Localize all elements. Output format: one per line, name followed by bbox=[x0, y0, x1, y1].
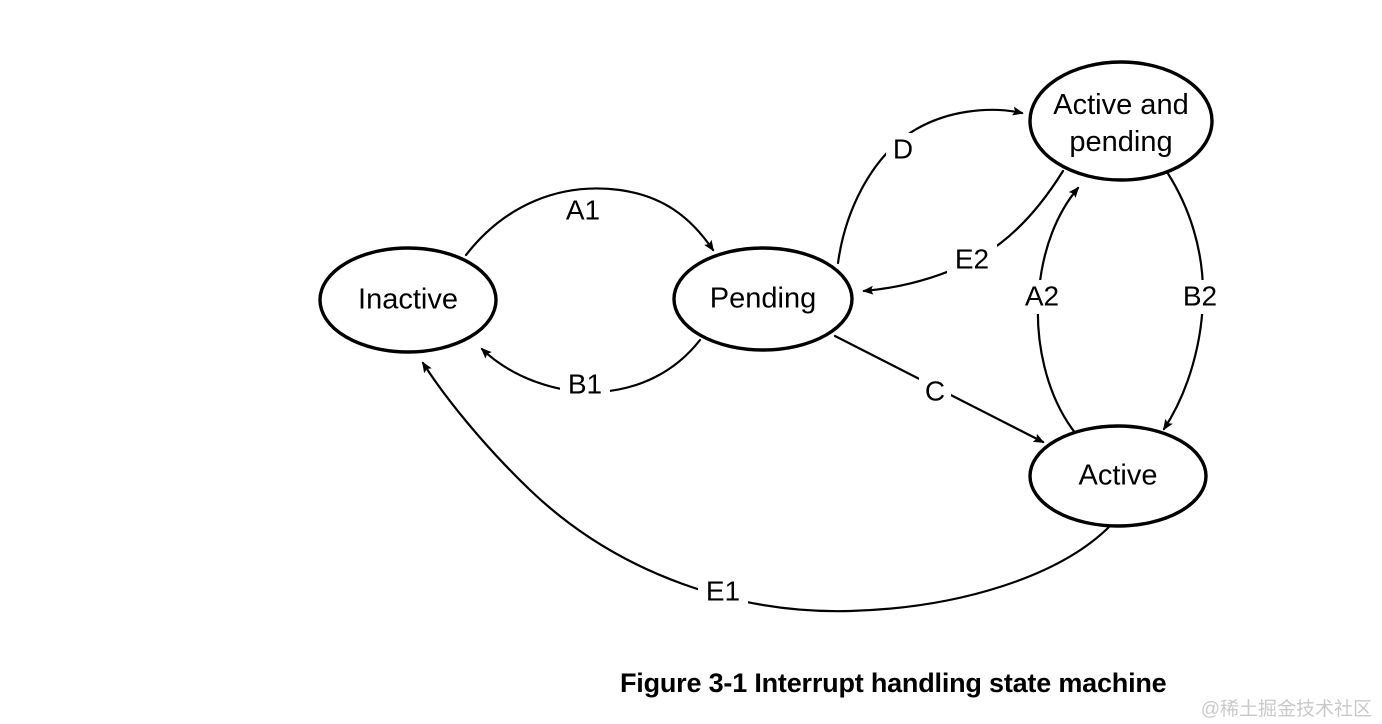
watermark: @稀土掘金技术社区 bbox=[1200, 699, 1372, 720]
transition-a2-label-backdrop bbox=[1017, 280, 1067, 314]
transition-c-label-backdrop bbox=[919, 375, 951, 409]
transition-d-label: D bbox=[893, 133, 913, 164]
state-node-pending[interactable]: Pending bbox=[672, 246, 854, 352]
transition-a1-path bbox=[464, 187, 715, 257]
transition-e1-path bbox=[421, 361, 1112, 613]
transition-e2[interactable]: E2 bbox=[862, 169, 1065, 295]
transition-a2-label: A2 bbox=[1025, 280, 1059, 311]
transition-e2-label-backdrop bbox=[947, 243, 997, 277]
transition-b1-label: B1 bbox=[568, 368, 602, 399]
transition-c-label: C bbox=[925, 375, 945, 406]
state-active-and-pending-label-line2: pending bbox=[1069, 126, 1172, 158]
transition-e1-label: E1 bbox=[706, 575, 740, 606]
transition-d-path bbox=[836, 106, 1024, 265]
state-active-and-pending-ellipse bbox=[1028, 60, 1214, 182]
transition-a1-label: A1 bbox=[566, 194, 600, 225]
state-node-active-and-pending[interactable]: Active and pending bbox=[1028, 60, 1214, 182]
state-inactive-ellipse bbox=[318, 246, 498, 354]
transition-b2-label: B2 bbox=[1183, 280, 1217, 311]
transition-d[interactable]: D bbox=[836, 106, 1024, 265]
transition-d-label-backdrop bbox=[886, 133, 920, 167]
state-active-label: Active bbox=[1079, 460, 1158, 492]
state-active-and-pending-label-line1: Active and bbox=[1053, 89, 1188, 121]
transition-e2-label: E2 bbox=[955, 243, 989, 274]
transition-e1[interactable]: E1 bbox=[421, 361, 1112, 613]
transition-a1-label-backdrop bbox=[558, 194, 608, 228]
transition-e1-label-backdrop bbox=[698, 575, 748, 609]
transition-a2[interactable]: A2 bbox=[1017, 186, 1080, 436]
transition-c[interactable]: C bbox=[833, 334, 1045, 444]
state-active-ellipse bbox=[1028, 424, 1208, 528]
state-node-active[interactable]: Active bbox=[1028, 424, 1208, 528]
transition-b1-label-backdrop bbox=[560, 368, 610, 402]
transition-b2[interactable]: B2 bbox=[1162, 170, 1225, 431]
state-node-inactive[interactable]: Inactive bbox=[318, 246, 498, 354]
transition-a1[interactable]: A1 bbox=[464, 187, 715, 257]
figure-caption: Figure 3-1 Interrupt handling state mach… bbox=[620, 668, 1167, 698]
state-pending-label: Pending bbox=[710, 283, 816, 315]
state-inactive-label: Inactive bbox=[358, 284, 458, 316]
state-pending-ellipse bbox=[672, 246, 854, 352]
transition-b1[interactable]: B1 bbox=[480, 338, 702, 402]
transition-b2-label-backdrop bbox=[1175, 280, 1225, 314]
